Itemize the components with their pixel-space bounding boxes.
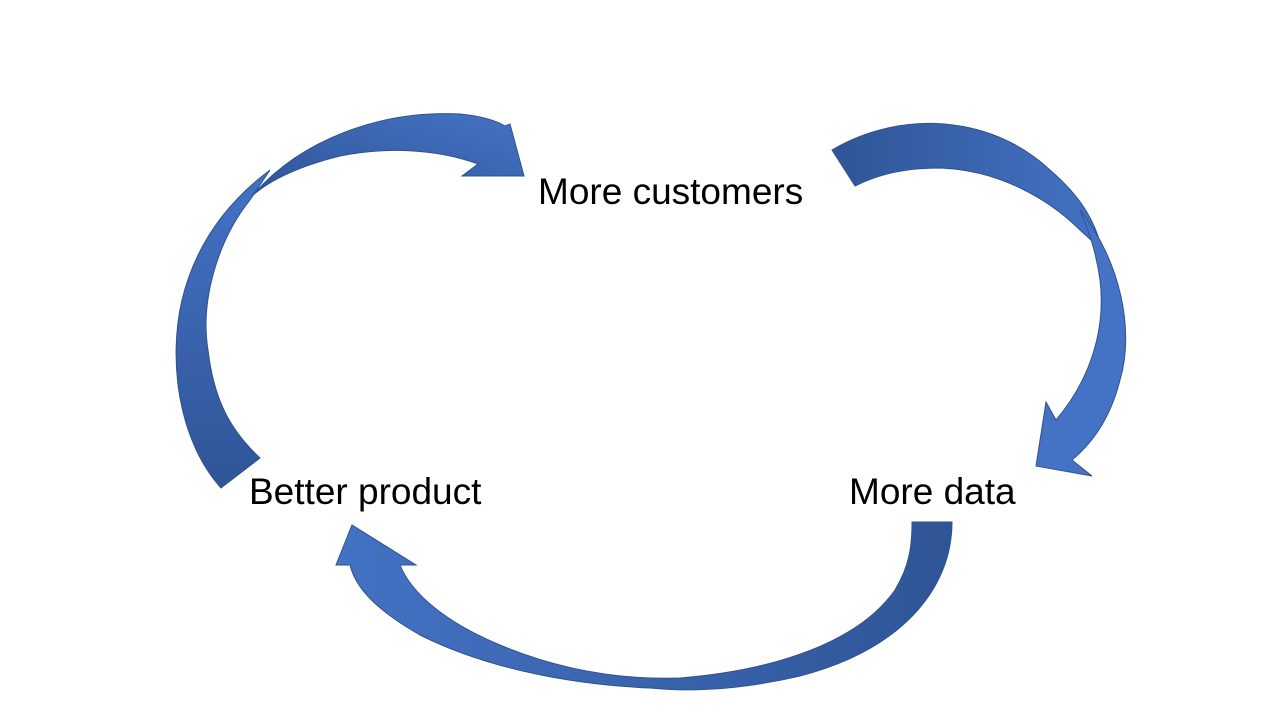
arrow-product-to-customers-tail	[175, 169, 271, 489]
arrow-customers-to-data-tail	[831, 122, 1103, 252]
arrow-customers-to-data-head	[1035, 209, 1127, 477]
arrow-data-to-product	[335, 521, 953, 691]
node-label-better-product: Better product	[249, 471, 482, 512]
arrow-product-to-customers-head	[251, 113, 525, 197]
node-label-more-customers: More customers	[538, 171, 804, 212]
node-label-more-data: More data	[849, 471, 1016, 512]
